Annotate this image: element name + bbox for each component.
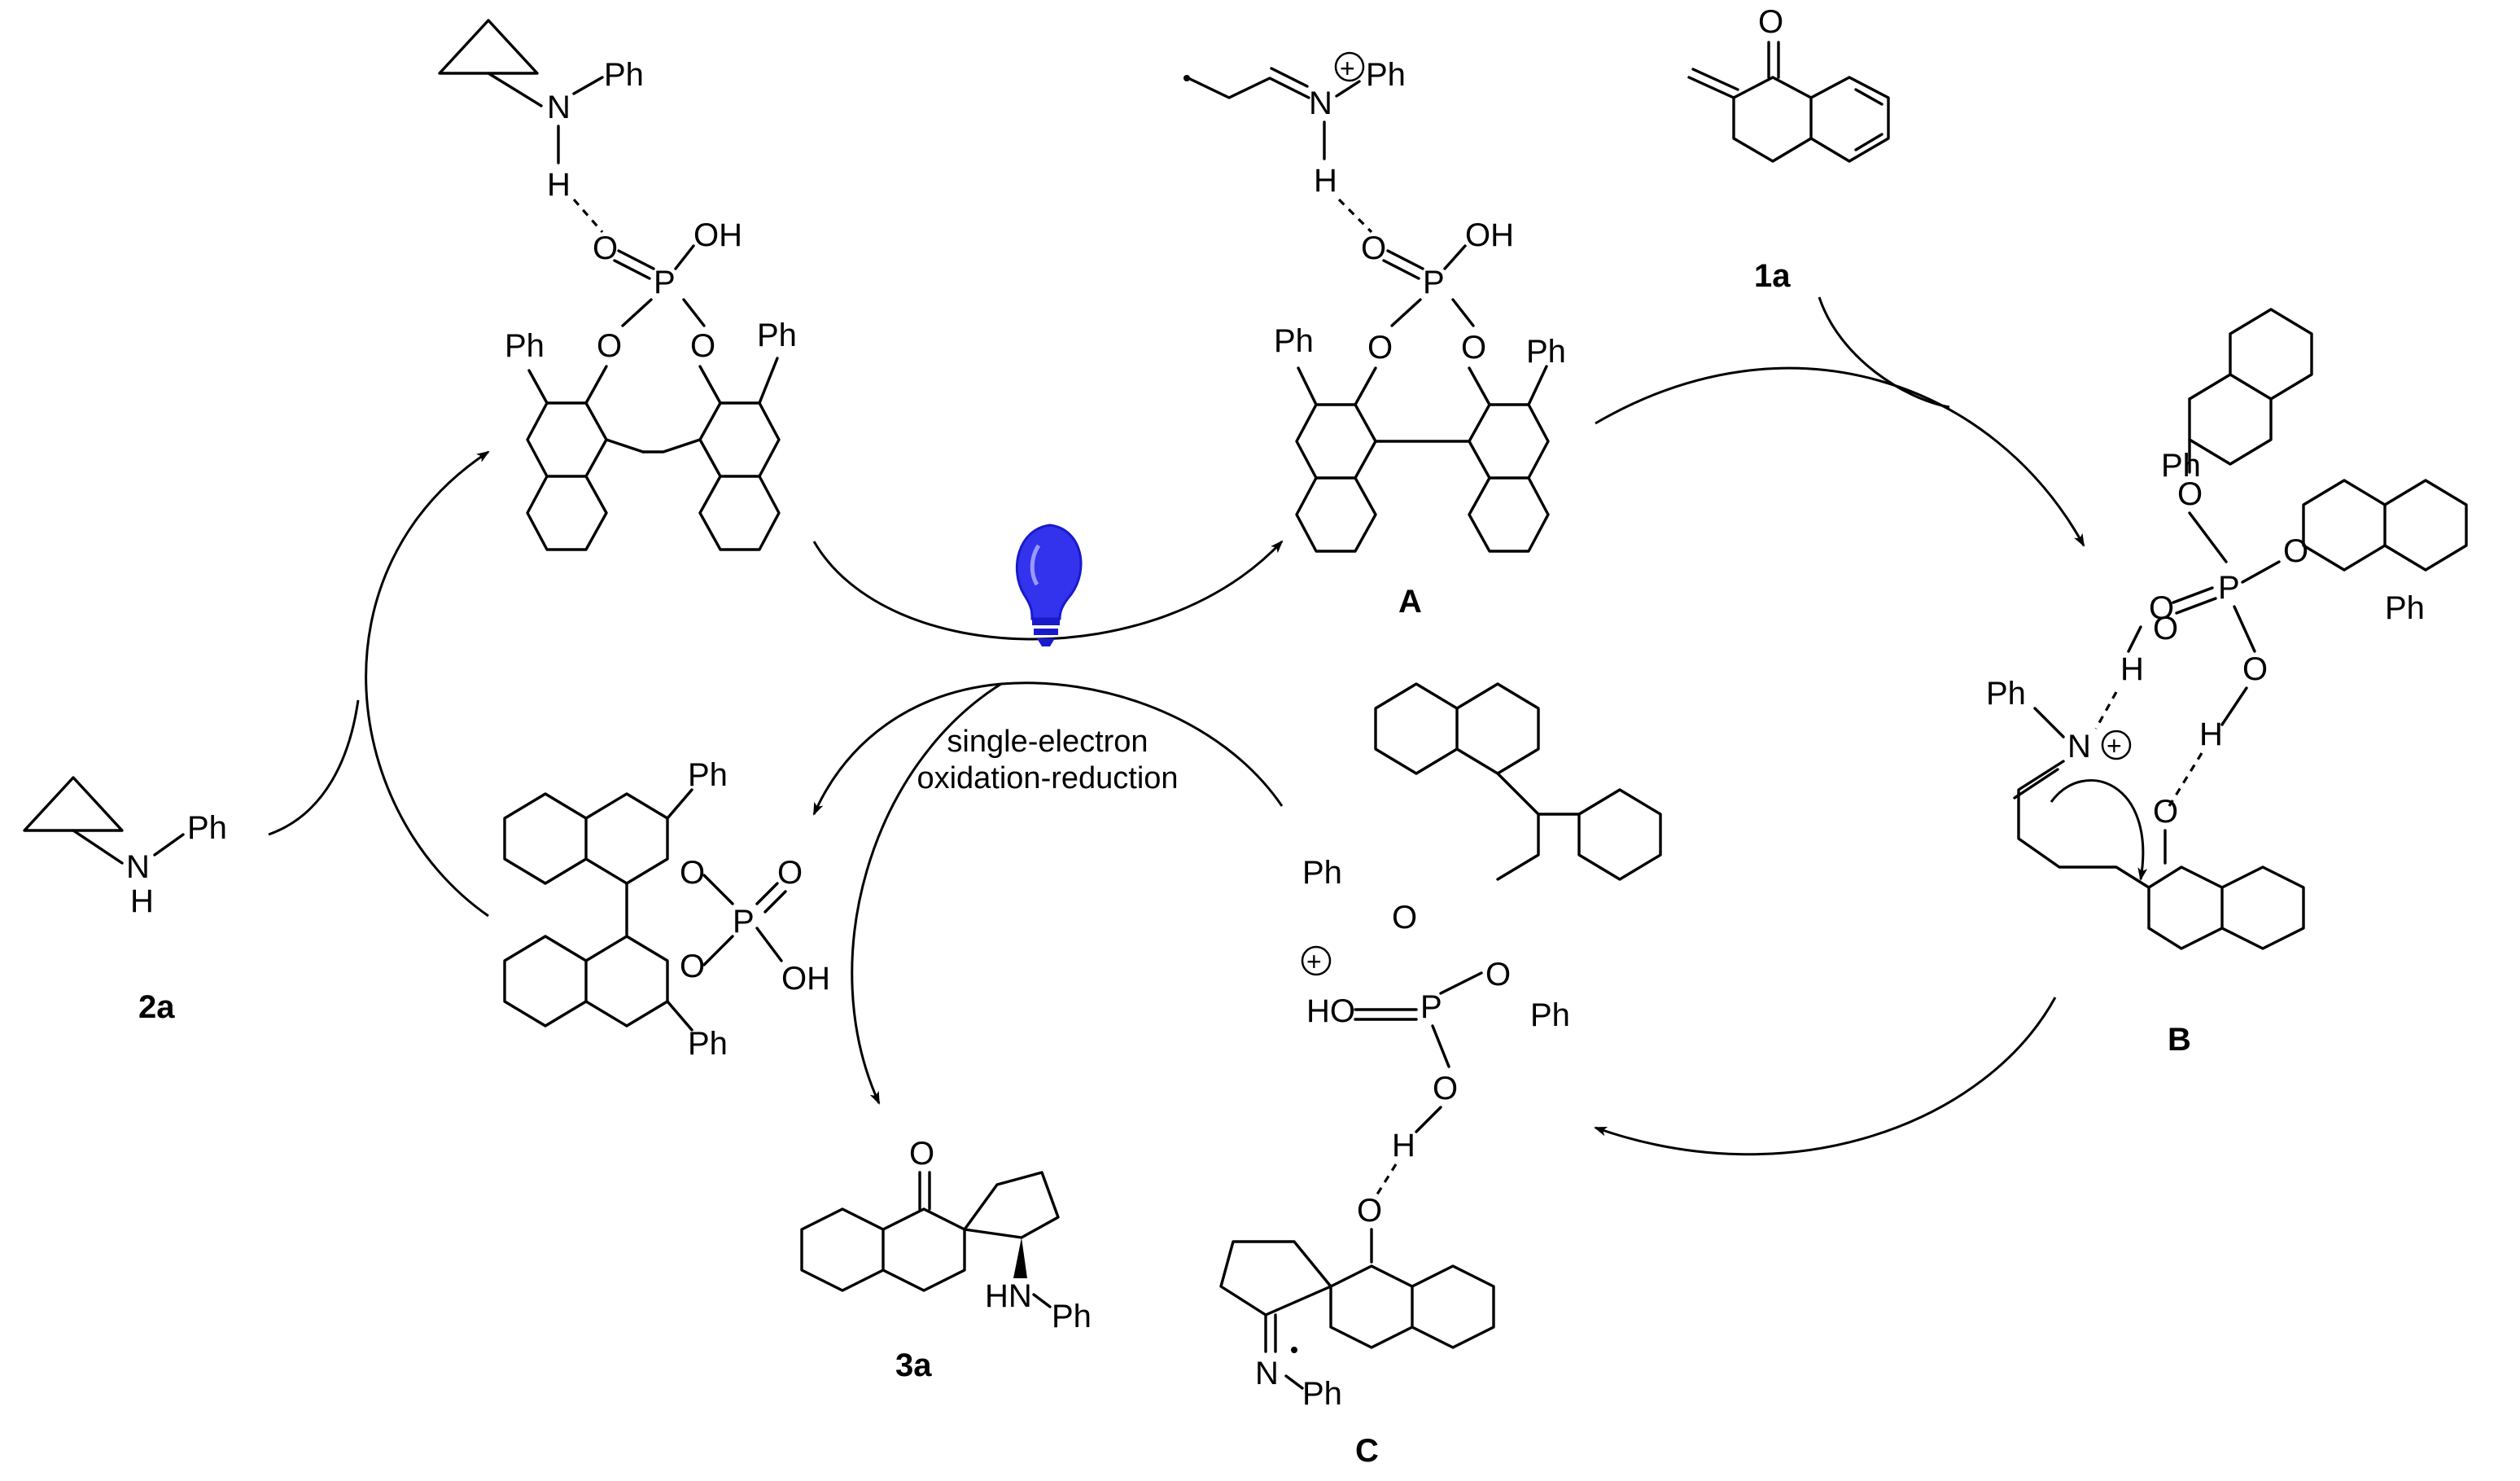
svg-text:N: N: [547, 90, 571, 125]
svg-text:N: N: [1255, 1356, 1279, 1391]
svg-text:O: O: [1357, 1193, 1382, 1229]
svg-text:HO: HO: [1306, 993, 1355, 1029]
svg-text:N: N: [1309, 85, 1332, 121]
svg-text:+: +: [1340, 54, 1355, 83]
svg-text:H: H: [1314, 163, 1337, 199]
arrow-to-3a: [851, 682, 1002, 1105]
svg-text:OH: OH: [693, 217, 742, 253]
substrate-2a: N Ph H 2a: [23, 776, 227, 1025]
arrow-c-in: [1000, 681, 1284, 807]
svg-text:O: O: [690, 328, 715, 364]
svg-text:O: O: [2149, 590, 2174, 626]
svg-text:Ph: Ph: [1274, 323, 1314, 359]
svg-text:O: O: [1361, 230, 1386, 266]
svg-text:P: P: [1423, 265, 1445, 300]
svg-text:Ph: Ph: [2385, 590, 2425, 626]
svg-text:O: O: [1461, 330, 1486, 366]
intermediate-b: O P O O O H O H N + Ph O Ph Ph B: [1986, 308, 2468, 1058]
light-bulb-icon: [1015, 524, 1083, 646]
label-b: B: [2168, 1022, 2191, 1058]
svg-text:O: O: [909, 1136, 934, 1172]
svg-text:Ph: Ph: [1526, 334, 1566, 370]
svg-text:H: H: [130, 883, 154, 919]
svg-text:+: +: [1306, 947, 1322, 976]
svg-text:Ph: Ph: [688, 757, 728, 793]
svg-text:P: P: [1420, 989, 1442, 1025]
svg-text:Ph: Ph: [757, 318, 797, 353]
svg-text:Ph: Ph: [1052, 1299, 1092, 1334]
label-a: A: [1398, 584, 1422, 620]
svg-text:H: H: [1392, 1128, 1415, 1163]
arrow-catalyst-regeneration: [365, 450, 490, 918]
svg-text:Ph: Ph: [1986, 676, 2026, 712]
svg-text:O: O: [2153, 794, 2178, 830]
label-1a: 1a: [1754, 258, 1791, 294]
catalyst-amine-complex: N Ph H O P OH O O Ph Ph: [438, 19, 797, 551]
svg-text:P: P: [654, 265, 676, 300]
svg-text:O: O: [1392, 900, 1417, 935]
cycle-arrows: [268, 296, 2085, 1156]
photocatalysis-arc: [812, 540, 1284, 641]
svg-text:H: H: [2199, 716, 2223, 752]
svg-text:HN: HN: [985, 1278, 1032, 1314]
svg-text:P: P: [2218, 570, 2240, 606]
svg-text:Ph: Ph: [1366, 57, 1406, 93]
label-3a: 3a: [895, 1347, 932, 1383]
svg-text:O: O: [680, 949, 705, 984]
arrow-b-to-c: [1594, 997, 2057, 1156]
intermediate-c: Ph Ph O O P HO + O H O N Ph C: [1219, 682, 1662, 1469]
svg-text:P: P: [733, 904, 755, 940]
arrow-2a-in: [268, 699, 360, 836]
arrow-1a-in: [1818, 296, 1950, 409]
svg-text:Ph: Ph: [1302, 1376, 1342, 1412]
svg-text:N: N: [126, 849, 150, 885]
intermediate-a: N + Ph H O P OH O O Ph Ph A: [1183, 51, 1566, 620]
svg-text:O: O: [597, 328, 622, 364]
substrate-1a: O 1a: [1687, 4, 1890, 294]
svg-text:Ph: Ph: [688, 1026, 728, 1062]
svg-text:Ph: Ph: [1530, 997, 1570, 1033]
svg-text:Ph: Ph: [187, 810, 227, 846]
reduced-catalyst: Ph Ph O O P O OH: [503, 757, 830, 1062]
svg-text:Ph: Ph: [2161, 448, 2201, 484]
svg-text:H: H: [547, 167, 571, 203]
arrow-a-to-b: [1595, 366, 2085, 547]
product-3a: O HN Ph 3a: [800, 1136, 1092, 1383]
svg-text:Ph: Ph: [505, 328, 545, 364]
caption: single-electron oxidation-reduction: [917, 725, 1178, 795]
arrow-to-reduced-catalyst: [812, 682, 1002, 816]
svg-text:O: O: [2242, 651, 2268, 687]
svg-text:OH: OH: [1465, 217, 1514, 253]
svg-text:O: O: [1485, 957, 1511, 992]
svg-text:O: O: [2153, 611, 2178, 646]
svg-text:H: H: [2120, 651, 2144, 687]
label-c: C: [1355, 1433, 1379, 1469]
svg-text:O: O: [1758, 4, 1783, 40]
label-2a: 2a: [138, 989, 175, 1025]
svg-text:O: O: [680, 855, 705, 891]
caption-line1: single-electron: [947, 725, 1148, 759]
svg-text:OH: OH: [781, 961, 830, 997]
svg-text:Ph: Ph: [604, 57, 644, 93]
svg-text:O: O: [777, 855, 803, 891]
svg-text:+: +: [2107, 731, 2122, 760]
svg-text:O: O: [1367, 330, 1393, 366]
caption-line2: oxidation-reduction: [917, 761, 1178, 795]
svg-text:N: N: [2067, 729, 2091, 765]
svg-text:Ph: Ph: [1302, 855, 1342, 891]
svg-text:O: O: [1433, 1071, 1458, 1106]
svg-text:O: O: [2177, 476, 2203, 512]
